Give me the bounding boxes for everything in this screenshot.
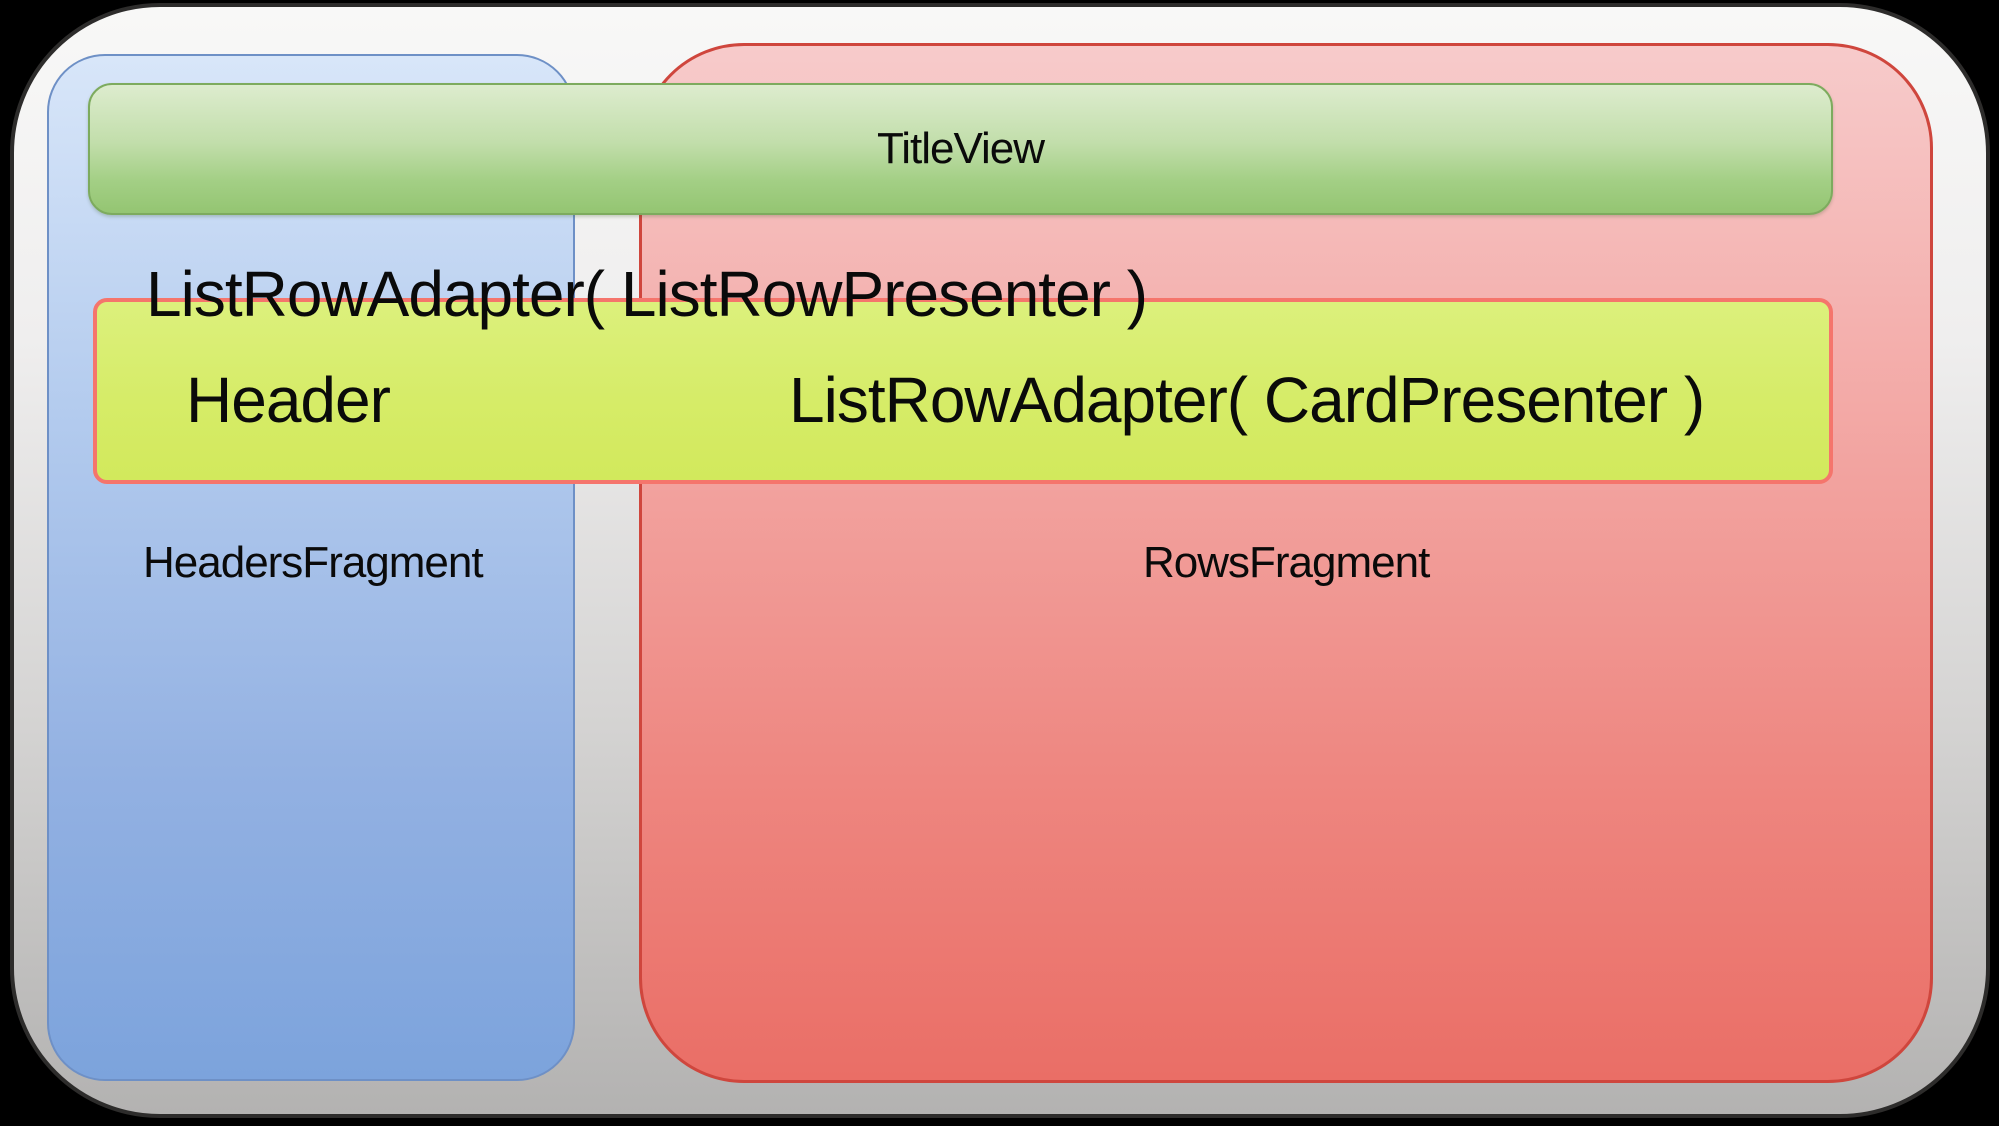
rows-fragment-label: RowsFragment — [1143, 538, 1430, 587]
list-row-adapter-card-label: ListRowAdapter( CardPresenter ) — [789, 364, 1705, 436]
title-view-label: TitleView — [876, 124, 1045, 173]
rows-fragment-panel — [639, 43, 1933, 1083]
list-row-adapter-presenter-label: ListRowAdapter( ListRowPresenter ) — [146, 258, 1148, 330]
header-cell-label: Header — [186, 364, 391, 436]
list-row-strip — [93, 298, 1833, 484]
title-view-bar: TitleView — [88, 83, 1833, 215]
headers-fragment-label: HeadersFragment — [143, 538, 484, 587]
headers-fragment-panel — [47, 54, 575, 1081]
